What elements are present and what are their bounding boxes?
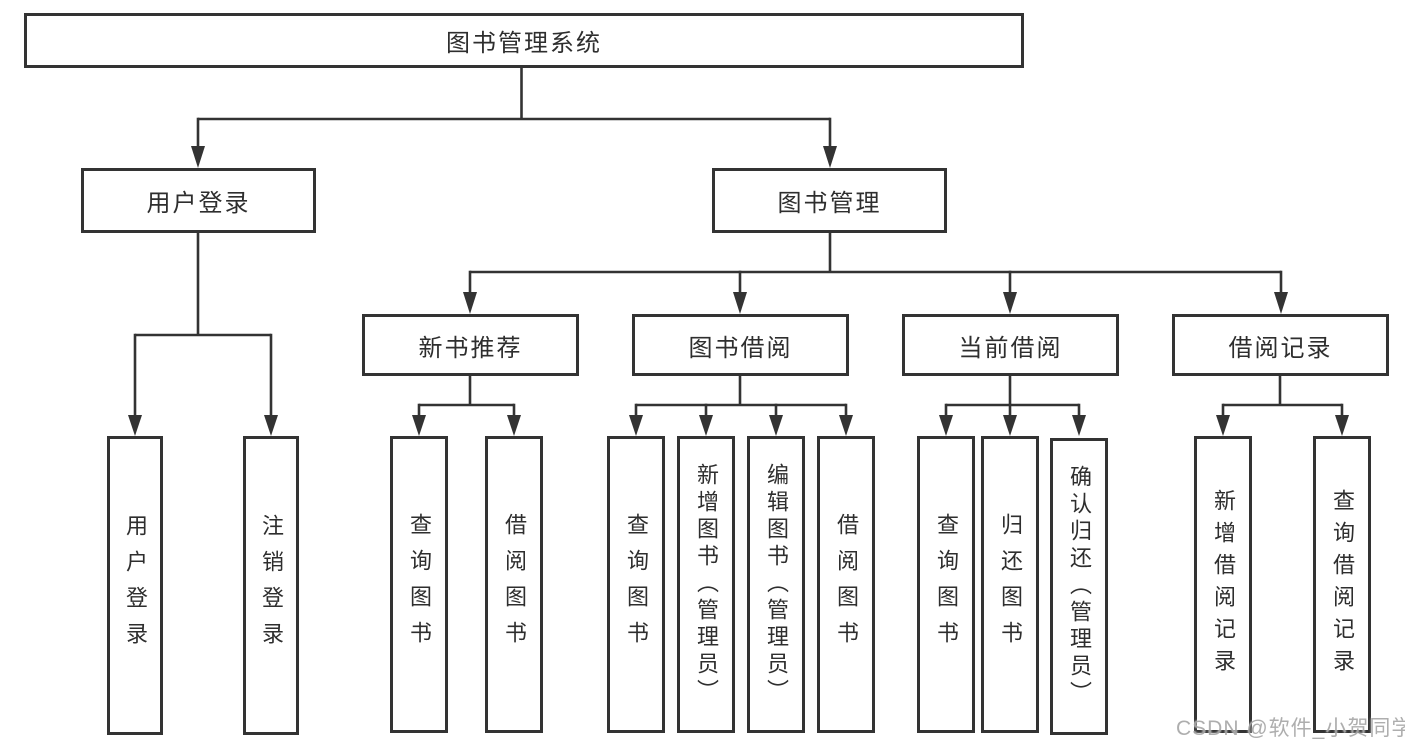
node-book-borrow: 图书借阅: [632, 314, 849, 376]
root-node-library-system: 图书管理系统: [24, 13, 1024, 68]
leaf-query-books-borrow: 查询图书: [607, 436, 665, 733]
node-new-book-recommend: 新书推荐: [362, 314, 579, 376]
node-book-borrow-label: 图书借阅: [688, 334, 793, 362]
node-book-management-label: 图书管理: [777, 190, 882, 217]
node-user-login: 用户登录: [81, 168, 316, 233]
leaf-query-books-borrow-label: 查询图书: [624, 512, 649, 657]
leaf-add-borrow-record-label: 新增借阅记录: [1211, 488, 1236, 681]
node-current-borrow-label: 当前借阅: [958, 334, 1063, 362]
leaf-query-books-label: 查询图书: [407, 512, 432, 657]
leaf-logout: 注销登录: [243, 436, 299, 735]
node-current-borrow: 当前借阅: [902, 314, 1119, 376]
node-borrow-record: 借阅记录: [1172, 314, 1389, 376]
leaf-return-book-label: 归还图书: [998, 512, 1023, 657]
leaf-add-book-admin: 新增图书（管理员）: [677, 436, 735, 733]
node-book-management: 图书管理: [712, 168, 947, 233]
node-new-book-recommend-label: 新书推荐: [418, 334, 523, 362]
leaf-add-book-admin-label: 新增图书（管理员）: [694, 463, 719, 706]
leaf-query-borrow-record-label: 查询借阅记录: [1330, 488, 1355, 681]
leaf-borrow-books-label: 借阅图书: [502, 512, 527, 657]
leaf-query-books-current-label: 查询图书: [934, 512, 959, 657]
leaf-query-books-newbook: 查询图书: [390, 436, 448, 733]
csdn-watermark: CSDN @软件_小贺同学: [1176, 717, 1405, 740]
leaf-borrow-books: 借阅图书: [817, 436, 875, 733]
leaf-edit-book-admin-label: 编辑图书（管理员）: [764, 463, 789, 706]
leaf-query-books-current: 查询图书: [917, 436, 975, 733]
leaf-query-borrow-record: 查询借阅记录: [1313, 436, 1371, 733]
leaf-user-login-label: 用户登录: [123, 513, 148, 658]
node-user-login-label: 用户登录: [146, 190, 251, 217]
leaf-confirm-return-admin-label: 确认归还（管理员）: [1067, 465, 1092, 708]
leaf-return-book: 归还图书: [981, 436, 1039, 733]
leaf-edit-book-admin: 编辑图书（管理员）: [747, 436, 805, 733]
leaf-user-login: 用户登录: [107, 436, 163, 735]
leaf-add-borrow-record: 新增借阅记录: [1194, 436, 1252, 733]
leaf-borrow-books2-label: 借阅图书: [834, 512, 859, 657]
node-borrow-record-label: 借阅记录: [1228, 334, 1333, 362]
leaf-logout-label: 注销登录: [259, 513, 284, 658]
root-node-label: 图书管理系统: [446, 30, 602, 57]
leaf-confirm-return-admin: 确认归还（管理员）: [1050, 438, 1108, 735]
leaf-borrow-books-newbook: 借阅图书: [485, 436, 543, 733]
